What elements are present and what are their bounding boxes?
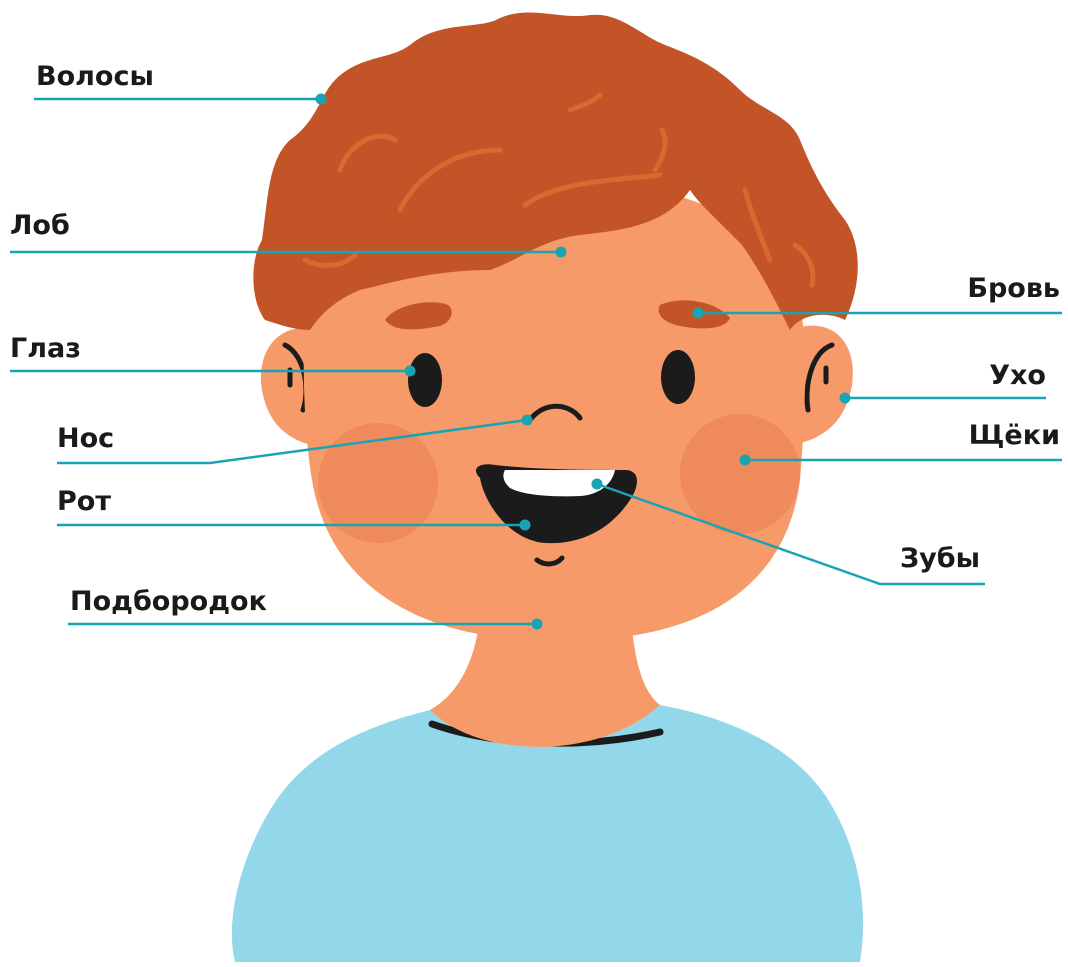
label-chin: Подбородок — [70, 588, 267, 615]
dot-nose — [522, 415, 533, 426]
right-cheek — [680, 414, 800, 534]
label-cheeks: Щёки — [969, 422, 1060, 449]
right-eye — [661, 350, 695, 404]
dot-mouth — [520, 520, 531, 531]
dot-hair — [316, 94, 327, 105]
label-hair: Волосы — [36, 63, 154, 90]
label-eyebrow: Бровь — [967, 275, 1060, 302]
label-mouth: Рот — [57, 488, 111, 515]
dot-chin — [532, 619, 543, 630]
dot-cheeks — [740, 455, 751, 466]
dot-eyebrow — [693, 308, 704, 319]
left-eye — [408, 353, 442, 407]
label-forehead: Лоб — [10, 212, 70, 239]
label-eye: Глаз — [10, 335, 81, 362]
dot-eye — [405, 366, 416, 377]
dot-forehead — [556, 247, 567, 258]
label-nose: Нос — [57, 425, 114, 452]
dot-ear — [840, 393, 851, 404]
label-ear: Ухо — [989, 362, 1046, 389]
label-teeth: Зубы — [900, 545, 980, 572]
dot-teeth — [592, 479, 603, 490]
